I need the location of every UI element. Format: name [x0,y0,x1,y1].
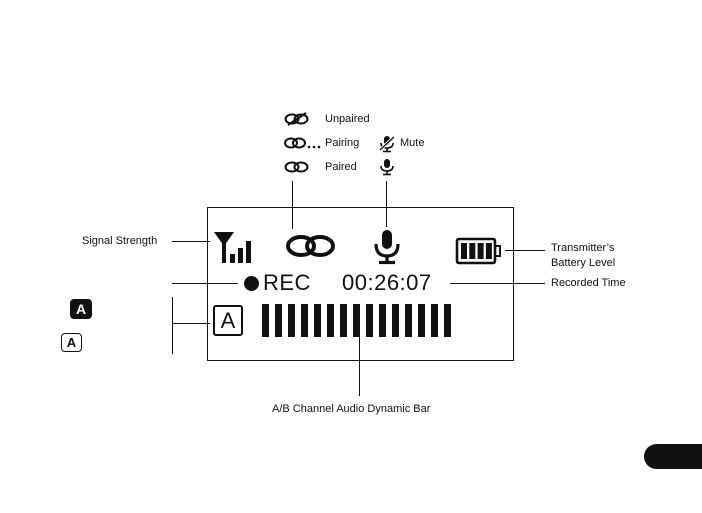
signal-antenna-icon [212,230,258,264]
channel-indicator: A [213,305,243,336]
legend-unpaired-label: Unpaired [325,113,370,125]
page-tab [644,444,702,469]
audio-bar-label: A/B Channel Audio Dynamic Bar [272,403,430,415]
audio-bar-segment [301,304,308,337]
audio-bar-segment [262,304,269,337]
audio-bar-segment [275,304,282,337]
rec-label: REC [263,270,311,296]
leader-signal [172,241,210,242]
channel-badge-solid: A [70,299,92,319]
battery-bar [478,243,484,259]
battery-bar [486,243,492,259]
leader-audio-bar [359,337,360,396]
audio-bar-segment [340,304,347,337]
audio-bar-segment [379,304,386,337]
link-pairing-icon [283,136,323,150]
battery-icon [455,237,503,265]
legend-mute-label: Mute [400,137,424,149]
legend-pairing-label: Pairing [325,137,359,149]
record-dot-icon [244,276,259,291]
audio-bar-segment [353,304,360,337]
leader-battery [505,250,545,251]
audio-bar-segment [366,304,373,337]
recorded-time: 00:26:07 [342,270,432,296]
leader-rec [172,283,238,284]
audio-bar-segment [431,304,438,337]
audio-bar-segment [288,304,295,337]
signal-strength-label: Signal Strength [82,235,157,247]
channel-bracket [172,297,173,354]
battery-bar [469,243,475,259]
mic-icon [379,158,395,176]
leader-time [450,283,545,284]
audio-bar-segment [314,304,321,337]
audio-bar-segment [418,304,425,337]
leader-channel [172,323,210,324]
battery-label-line1: Transmitter’s [551,242,614,254]
recorded-time-label: Recorded Time [551,277,626,289]
battery-bar [461,243,467,259]
mic-display-icon [373,229,401,265]
link-paired-display-icon [284,233,338,259]
audio-bar-segment [392,304,399,337]
mic-mute-icon [378,135,396,153]
link-paired-icon [283,160,311,174]
audio-bar-segment [327,304,334,337]
audio-bar-segment [405,304,412,337]
audio-bar-segment [444,304,451,337]
legend-paired-label: Paired [325,161,357,173]
link-unpaired-icon [283,112,311,126]
battery-label-line2: Battery Level [551,257,615,269]
channel-badge-outline: A [61,333,82,352]
